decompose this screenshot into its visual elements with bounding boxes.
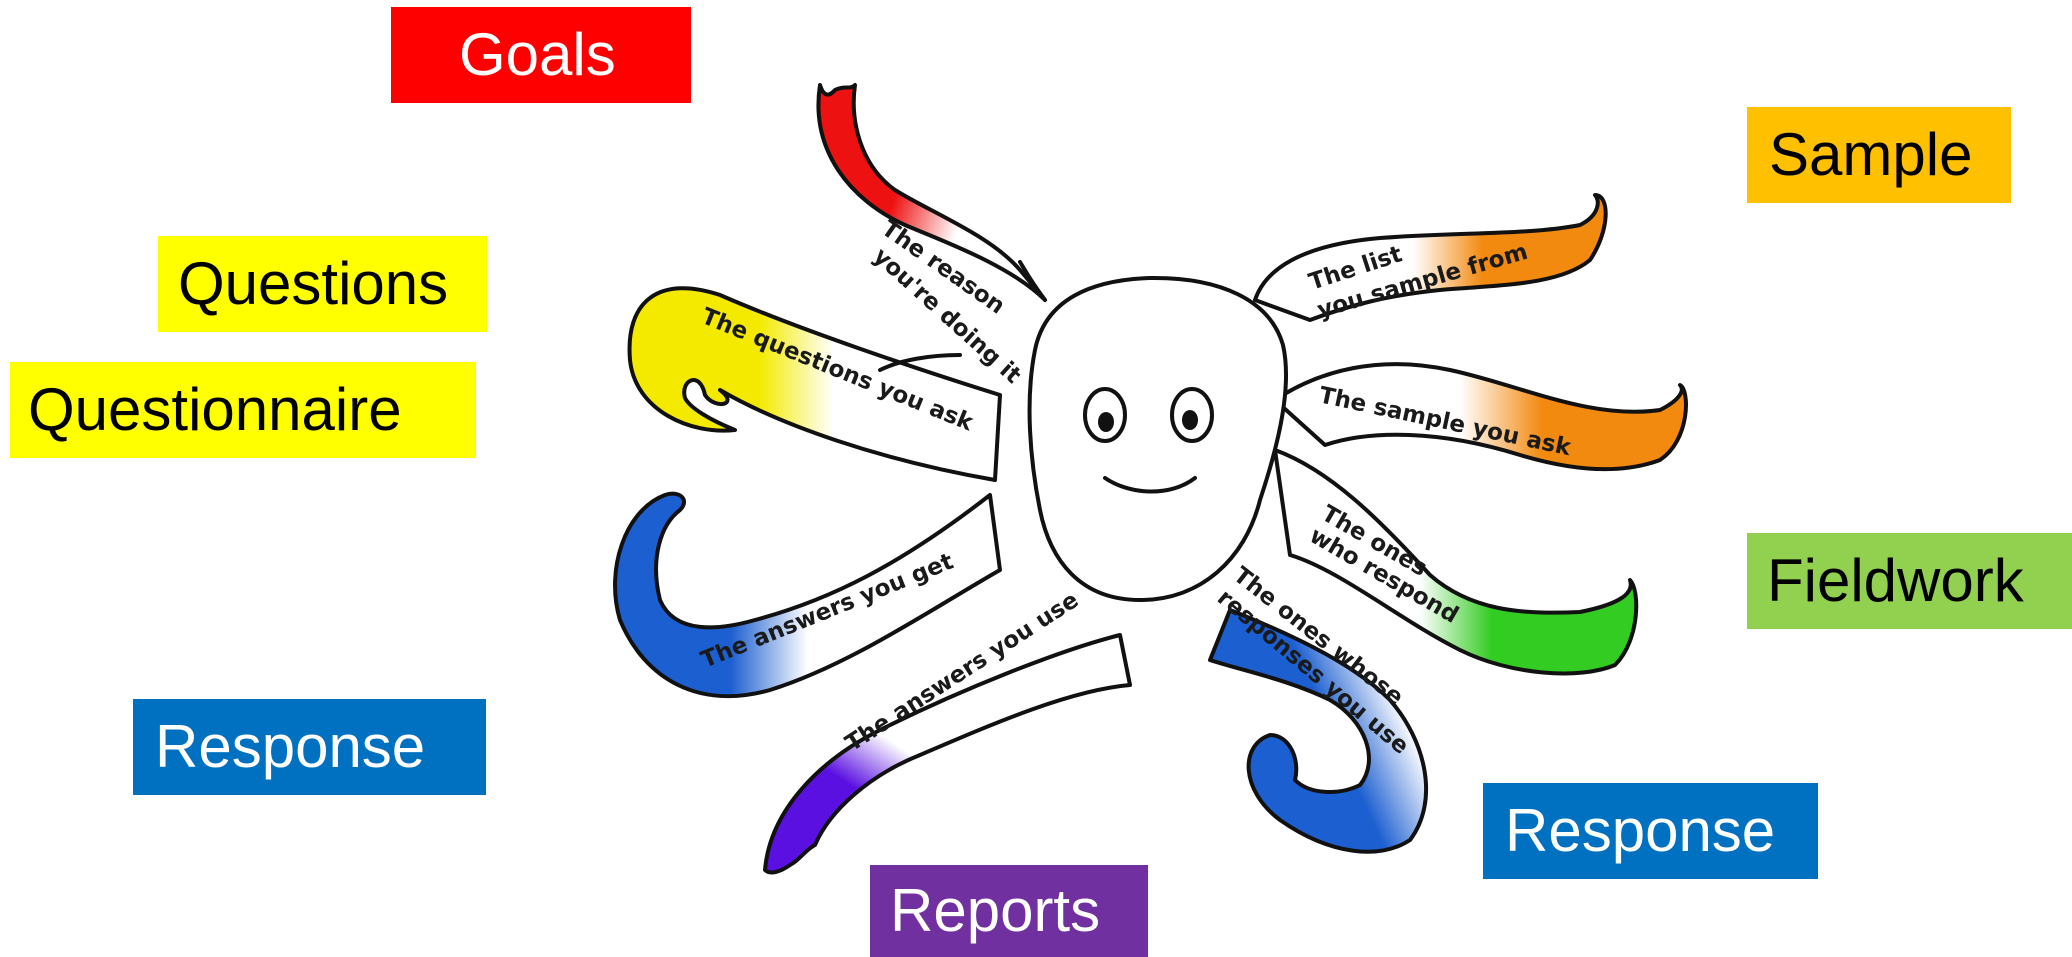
arm-answers-use bbox=[763, 633, 1132, 875]
arm-sample-ask-shape bbox=[1273, 362, 1688, 472]
arm-questions bbox=[627, 286, 1002, 482]
octopus-head bbox=[1027, 275, 1289, 602]
label-goals: Goals bbox=[391, 7, 691, 103]
arm-questions-shape bbox=[627, 286, 1002, 482]
label-response-right-text: Response bbox=[1505, 797, 1776, 864]
label-sample-text: Sample bbox=[1769, 121, 1973, 188]
smile bbox=[1103, 476, 1197, 494]
label-fieldwork-text: Fieldwork bbox=[1767, 547, 2024, 614]
label-response-left-text: Response bbox=[155, 713, 426, 780]
arm-answers-use-shape bbox=[763, 633, 1132, 875]
arm-reason bbox=[816, 83, 1047, 302]
arm-answers-get bbox=[613, 491, 1002, 699]
arm-whose-shape bbox=[1208, 608, 1429, 854]
arm-whose bbox=[1208, 608, 1429, 854]
label-questions: Questions bbox=[158, 236, 487, 332]
arm-reason-shape bbox=[816, 83, 1047, 302]
head-outline bbox=[1027, 275, 1289, 602]
right-pupil bbox=[1182, 410, 1198, 430]
arm-respond bbox=[1273, 448, 1639, 676]
label-reports: Reports bbox=[870, 865, 1148, 957]
label-reports-text: Reports bbox=[890, 877, 1101, 944]
label-questionnaire-text: Questionnaire bbox=[28, 376, 402, 443]
label-response-right: Response bbox=[1483, 783, 1818, 879]
arm-list-shape bbox=[1253, 193, 1608, 322]
label-sample: Sample bbox=[1747, 107, 2011, 203]
left-pupil bbox=[1098, 412, 1114, 432]
arm-respond-shape bbox=[1273, 448, 1639, 676]
label-questions-text: Questions bbox=[178, 250, 449, 317]
label-response-left: Response bbox=[133, 699, 486, 795]
label-goals-text: Goals bbox=[459, 21, 616, 88]
arm-list bbox=[1253, 193, 1608, 322]
arm-sample-ask bbox=[1273, 362, 1688, 472]
label-fieldwork: Fieldwork bbox=[1747, 533, 2072, 629]
label-questionnaire: Questionnaire bbox=[10, 362, 476, 458]
arm-answers-get-shape bbox=[613, 491, 1002, 699]
